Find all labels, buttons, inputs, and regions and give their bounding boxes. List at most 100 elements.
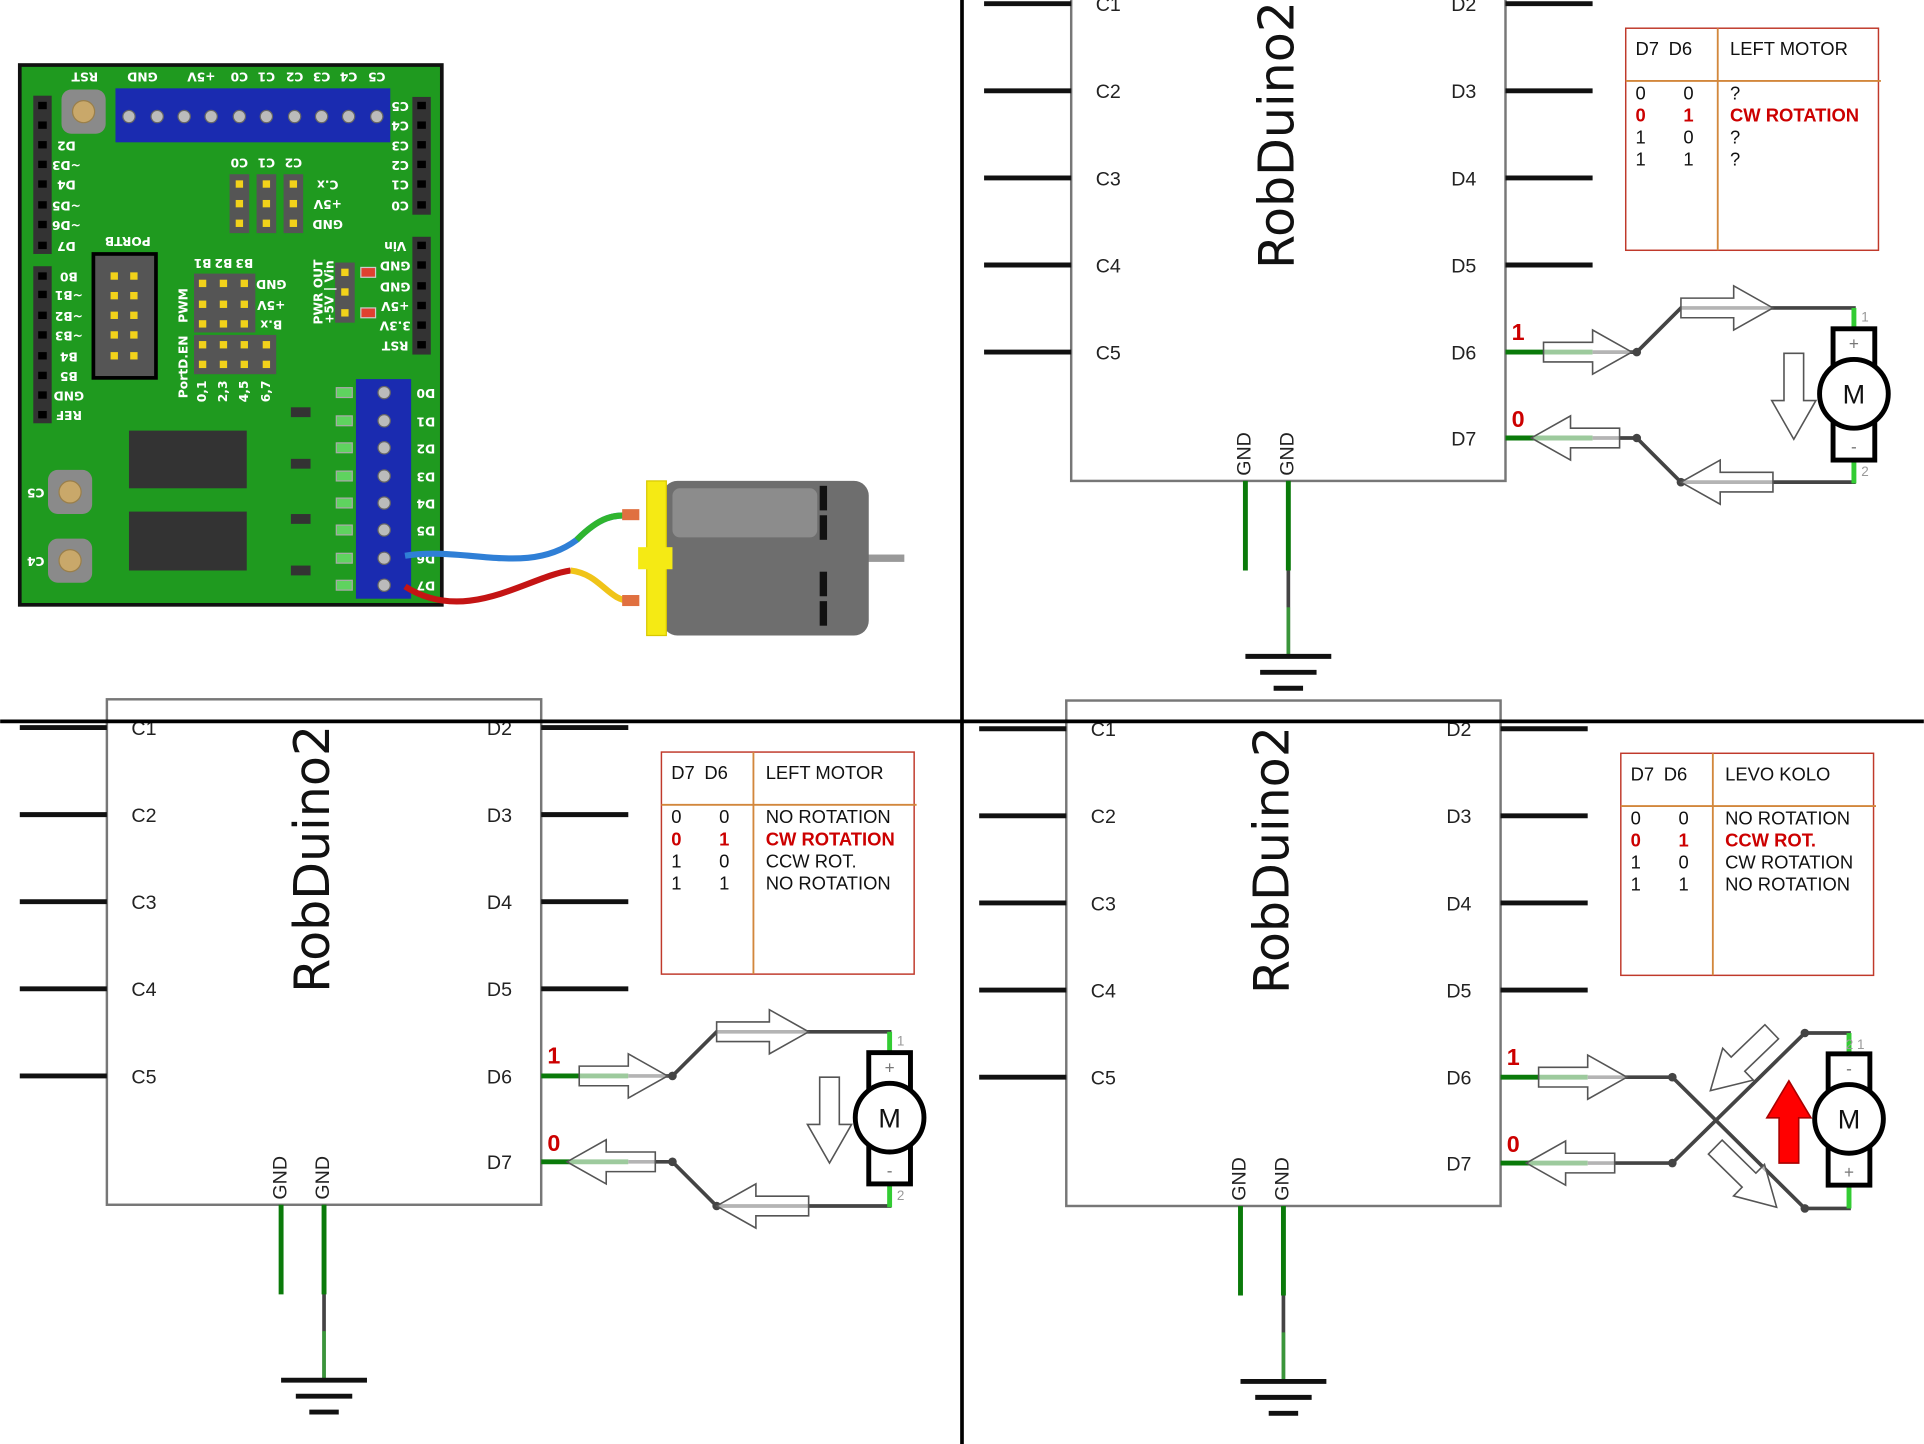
truth-table-header: D7 (671, 762, 695, 783)
pin-label-d3: D3 (1451, 81, 1476, 103)
current-arrow-icon (1707, 1138, 1778, 1209)
pin-label-d7: D7 (1451, 428, 1476, 450)
truth-table-cell: CW ROTATION (1725, 852, 1853, 873)
smd-part (290, 458, 311, 469)
board-label: B5 (60, 369, 78, 383)
wire-node (1632, 433, 1642, 443)
pwm-pin (219, 279, 228, 288)
truth-table-header: LEFT MOTOR (1730, 38, 1848, 59)
screw-icon (377, 578, 391, 592)
board-label: D7 (417, 579, 436, 593)
board-label: B4 (60, 349, 78, 363)
ic-chip (128, 430, 247, 489)
pin-label-c1: C1 (1096, 0, 1121, 16)
pin-label-c2: C2 (1096, 81, 1121, 103)
portb-pin (130, 291, 138, 300)
truth-table-cell: 1 (1678, 874, 1688, 895)
motor-terminal (622, 595, 640, 607)
board-label: 0,1 (195, 381, 209, 403)
header-pin (417, 282, 426, 290)
truth-table-cell: 0 (1683, 127, 1693, 148)
truth-table-cell: CCW ROT. (766, 850, 857, 871)
truth-table-cell: CCW ROT. (1725, 830, 1816, 851)
gnd-label: GND (269, 1156, 291, 1200)
pin-label-c3: C3 (1091, 893, 1116, 915)
board-label: B2 (215, 256, 233, 270)
pwm-pin (219, 320, 228, 328)
header-pin (38, 331, 47, 339)
board-label: C4 (391, 119, 409, 133)
board-label: B1 (194, 256, 212, 270)
truth-table-cell: NO ROTATION (1725, 807, 1850, 828)
truth-table-cell: ? (1730, 149, 1740, 170)
board-label: C1 (391, 178, 409, 192)
rotation-arrow-icon (1770, 352, 1818, 441)
board-label: GND (380, 258, 410, 272)
board-label: GND (127, 70, 157, 84)
portd-pin (240, 341, 248, 349)
board-label: GND (54, 389, 84, 403)
header-pin (417, 141, 426, 149)
pin-label-c4: C4 (1096, 255, 1121, 277)
d7-logic-value: 0 (1512, 406, 1525, 432)
pin-label-d2: D2 (487, 718, 512, 740)
board-label: RST (71, 70, 98, 84)
motor-symbol-label: M (878, 1103, 900, 1133)
truth-table-cell: 0 (1683, 82, 1693, 103)
motor-terminal (622, 509, 640, 521)
board-label: 3.3V (379, 319, 411, 333)
pin-label-d7: D7 (1446, 1153, 1471, 1175)
pin-label-c4: C4 (131, 979, 156, 1001)
screw-icon (377, 496, 391, 510)
board-label: 4,5 (237, 381, 251, 403)
motor-pin-number: 1 (897, 1033, 905, 1048)
current-arrow-icon (1680, 284, 1775, 332)
truth-table-cell: NO ROTATION (766, 806, 891, 827)
portd-pin (219, 360, 228, 369)
motor-bottom-sign: - (1851, 437, 1857, 457)
pwm-pin (198, 320, 207, 328)
header-pin (38, 352, 47, 360)
board-label: 6,7 (259, 381, 273, 403)
truth-table-cell: CW ROTATION (766, 828, 895, 849)
truth-table-cell: ? (1730, 127, 1740, 148)
motor-endcap-tab (638, 547, 673, 570)
pin-label-d5: D5 (487, 979, 512, 1001)
screw-icon (259, 109, 274, 124)
motor-highlight (672, 488, 818, 538)
truth-table-cell: NO ROTATION (766, 872, 891, 893)
truth-table-cell: CW ROTATION (1730, 104, 1859, 125)
pwr-pin (341, 268, 349, 277)
truth-table-cell: 1 (1636, 127, 1646, 148)
header-pin (417, 341, 426, 349)
ic-chip (128, 511, 247, 571)
motor-pin-numbers: 2 1 (1846, 1037, 1865, 1052)
header-pin (417, 160, 426, 169)
board-label: D2 (417, 441, 436, 455)
left-header-a (33, 95, 52, 254)
header-pin (417, 101, 426, 110)
truth-table-cell: NO ROTATION (1725, 874, 1850, 895)
header-pin (38, 391, 47, 399)
motor-vent (819, 571, 828, 597)
truth-table-header: D7 (1631, 763, 1655, 784)
screw-icon (377, 551, 391, 565)
board-label: REF (56, 408, 82, 422)
board-label: +5V (381, 299, 410, 313)
board-label: D1 (417, 414, 436, 428)
pin-label-d3: D3 (487, 805, 512, 827)
screw-icon (232, 109, 247, 124)
truth-table-header: D7 (1636, 38, 1660, 59)
button-cap (58, 480, 82, 504)
motor-pin-number: 2 (1861, 464, 1869, 479)
portb-pin (110, 352, 118, 360)
pwm-pin (240, 279, 248, 288)
pwr-pin (341, 309, 349, 317)
board-label: 2,3 (216, 381, 230, 403)
truth-table-cell: 1 (671, 872, 681, 893)
screw-icon (377, 414, 391, 428)
